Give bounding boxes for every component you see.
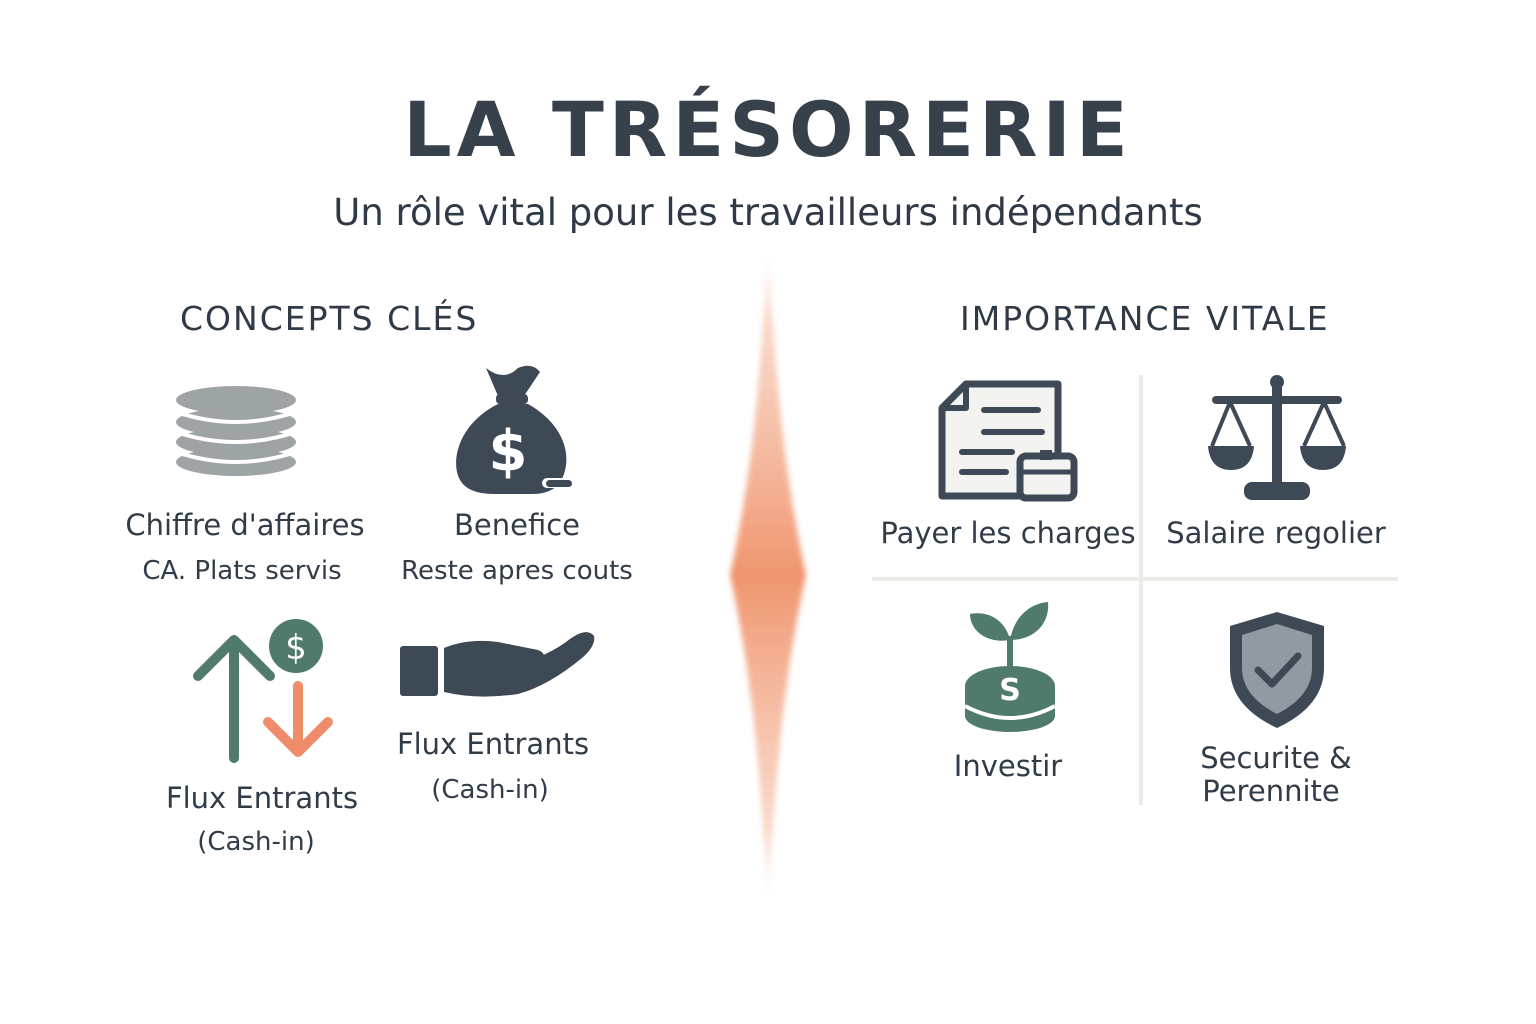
concept-sublabel-revenue: CA. Plats servis xyxy=(142,556,342,586)
money-bag-icon: $ xyxy=(448,362,578,498)
coin-glyph: S xyxy=(999,673,1021,708)
svg-text:$: $ xyxy=(489,419,528,484)
importance-label-security-line2: Perennite xyxy=(1202,774,1340,808)
grid-line-vertical xyxy=(1139,375,1143,805)
concept-label-cash-in-1: Flux Entrants xyxy=(165,781,359,815)
importance-label-security-line1: Securite & xyxy=(1200,741,1352,775)
concept-sublabel-profit: Reste apres couts xyxy=(401,556,633,586)
concepts-heading: CONCEPTS CLÉS xyxy=(180,299,479,338)
page-subtitle: Un rôle vital pour les travailleurs indé… xyxy=(333,191,1203,234)
growing-plant-coin-icon: S xyxy=(962,600,1058,736)
importance-label-invest: Investir xyxy=(953,749,1063,783)
shield-check-icon xyxy=(1224,608,1330,732)
concept-label-revenue: Chiffre d'affaires xyxy=(125,508,365,542)
concept-label-profit: Benefice xyxy=(453,508,580,542)
center-divider xyxy=(720,245,816,905)
open-hand-icon xyxy=(398,626,598,702)
coin-stack-icon xyxy=(172,380,300,480)
concept-sublabel-cash-in-1: (Cash-in) xyxy=(197,827,315,857)
page-title: LA TRÉSORERIE xyxy=(403,85,1133,174)
balance-scale-icon xyxy=(1206,374,1348,502)
concept-sublabel-cash-in-2: (Cash-in) xyxy=(431,775,549,805)
grid-line-horizontal xyxy=(872,577,1398,581)
importance-heading: IMPORTANCE VITALE xyxy=(960,299,1330,338)
importance-label-salary: Salaire regolier xyxy=(1166,516,1386,550)
importance-label-charges: Payer les charges xyxy=(880,516,1136,550)
concept-label-cash-in-2: Flux Entrants xyxy=(396,727,590,761)
invoice-document-icon xyxy=(936,380,1080,504)
dollar-glyph: $ xyxy=(285,628,307,668)
cash-flow-arrows-icon: $ xyxy=(190,618,340,766)
